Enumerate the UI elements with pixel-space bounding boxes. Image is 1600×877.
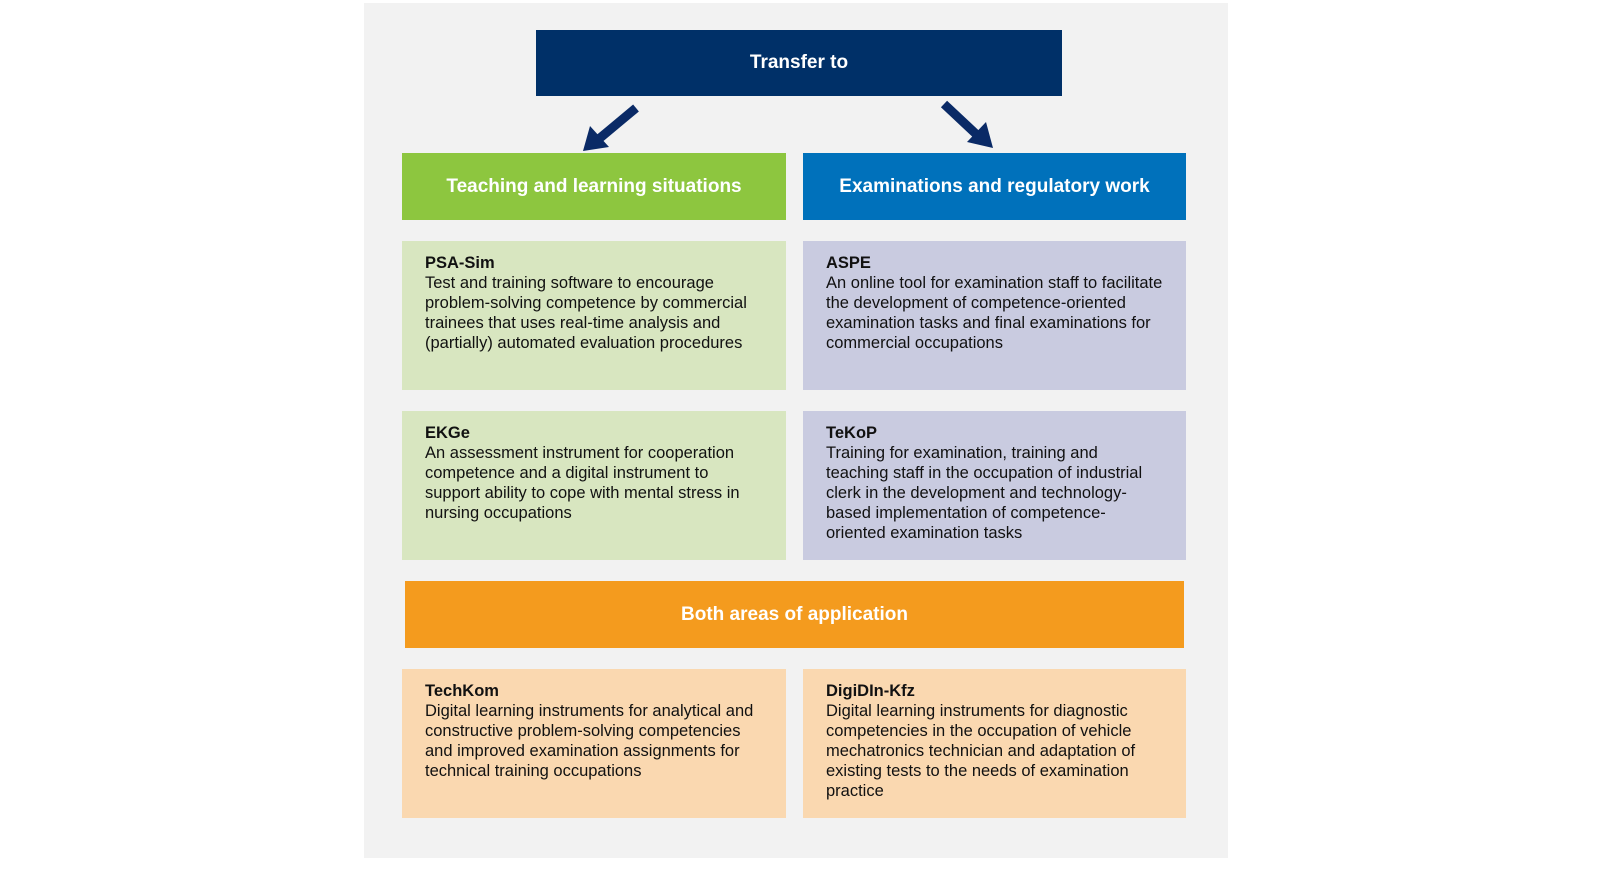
teaching-learning-label: Teaching and learning situations: [446, 175, 742, 197]
both-areas-label: Both areas of application: [681, 603, 908, 625]
teaching-learning-header: Teaching and learning situations: [402, 153, 786, 220]
both-areas-header: Both areas of application: [405, 581, 1184, 648]
arrow-left-icon: [583, 104, 639, 151]
card-techkom: TechKom Digital learning instruments for…: [402, 669, 786, 818]
card-title: TechKom: [425, 682, 499, 700]
card-text: An assessment instrument for cooperation…: [425, 444, 740, 522]
card-title: PSA-Sim: [425, 254, 495, 272]
examinations-label: Examinations and regulatory work: [839, 175, 1150, 197]
card-aspe: ASPE An online tool for examination staf…: [803, 241, 1186, 390]
card-text: Digital learning instruments for analyti…: [425, 702, 754, 780]
card-text: An online tool for examination staff to …: [826, 274, 1163, 352]
card-ekge: EKGe An assessment instrument for cooper…: [402, 411, 786, 560]
card-digidin-kfz: DigiDIn-Kfz Digital learning instruments…: [803, 669, 1186, 818]
card-text: Test and training software to encourage …: [425, 274, 747, 352]
card-title: EKGe: [425, 424, 470, 442]
card-tekop: TeKoP Training for examination, training…: [803, 411, 1186, 560]
transfer-to-header: Transfer to: [536, 30, 1062, 96]
card-text: Training for examination, training and t…: [826, 444, 1143, 542]
card-title: DigiDIn-Kfz: [826, 682, 915, 700]
card-title: TeKoP: [826, 424, 878, 442]
arrow-right-icon: [940, 100, 993, 148]
card-psa-sim: PSA-Sim Test and training software to en…: [402, 241, 786, 390]
header-label: Transfer to: [749, 52, 849, 73]
card-text: Digital learning instruments for diagnos…: [826, 702, 1136, 800]
examinations-header: Examinations and regulatory work: [803, 153, 1186, 220]
card-title: ASPE: [826, 254, 871, 272]
